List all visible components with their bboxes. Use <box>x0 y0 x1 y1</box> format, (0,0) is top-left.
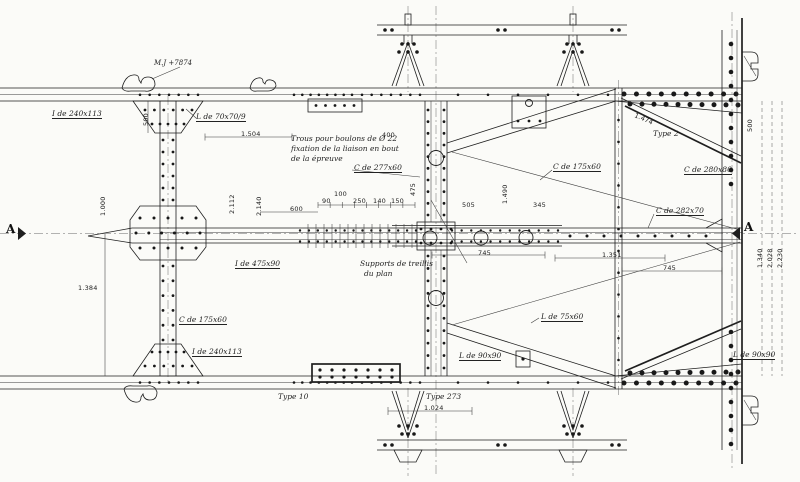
dim-label: 2.140 <box>255 196 263 216</box>
end-clamp-icon <box>742 51 759 82</box>
profile-label: I de 240x113 <box>192 347 242 357</box>
note-line: fixation de la liaison en bout <box>291 144 399 153</box>
elevation-label: M.J +7874 <box>154 59 193 67</box>
a-frame <box>391 35 425 87</box>
profile-label: C de 175x60 <box>179 315 227 325</box>
rail-clamps <box>121 51 759 426</box>
dim-label: 2.230 <box>776 248 784 268</box>
dim-label: 1.504 <box>241 130 261 138</box>
top-beam <box>0 87 742 102</box>
profile-label: L de 90x90 <box>733 350 776 360</box>
profile-label: L de 90x90 <box>459 351 502 361</box>
clamp-icon <box>249 77 277 92</box>
profile-label: C de 175x60 <box>553 162 601 172</box>
a-frame <box>556 390 590 463</box>
dim-label: 345 <box>533 201 547 209</box>
dim-label: 250 <box>353 197 367 205</box>
profile-label: L de 75x60 <box>541 312 584 322</box>
profile-label: C de 282x70 <box>656 206 704 216</box>
type-label: Type 2 <box>653 129 679 138</box>
type-label: Type 273 <box>426 392 462 401</box>
dimension-lines <box>104 66 783 415</box>
type-label: Type 10 <box>278 392 309 401</box>
top-support-assembly <box>377 13 627 87</box>
dim-label: 1.351 <box>602 251 622 259</box>
right-panel <box>446 18 743 464</box>
profile-label: C de 277x60 <box>354 163 402 173</box>
a-frame <box>391 390 425 463</box>
dim-label: 1.384 <box>78 284 98 292</box>
dim-label: 475 <box>409 182 417 196</box>
stiffener-plates <box>307 95 547 383</box>
dim-label: 500 <box>142 112 150 126</box>
section-marker-right: A <box>744 220 754 234</box>
profile-label: C de 280x80 <box>684 165 732 175</box>
note-line: du plan <box>364 269 393 278</box>
profile-label: I de 240x113 <box>52 109 102 119</box>
dim-label: 745 <box>663 264 677 272</box>
a-frame <box>556 35 590 87</box>
end-clamp-icon <box>742 395 759 426</box>
note-line: de la épreuve <box>291 154 343 163</box>
note-line: Trous pour boulons de Ø 22 <box>291 134 398 143</box>
dim-label: 400 <box>382 131 396 139</box>
dim-label: 140 <box>373 197 387 205</box>
dim-label: 505 <box>462 201 476 209</box>
clamp-icon <box>121 74 156 92</box>
dim-label: 745 <box>478 249 492 257</box>
profile-label: L de 70x70/9 <box>196 112 246 122</box>
section-marker-left: A <box>6 222 16 236</box>
dim-label: 2.112 <box>228 194 236 214</box>
dim-label: 600 <box>290 205 304 213</box>
center-cross-member <box>416 101 468 376</box>
dim-label: 500 <box>746 118 754 132</box>
dim-label: 1.024 <box>424 404 444 412</box>
center-beam <box>87 218 742 253</box>
dim-label: 1.000 <box>99 196 107 216</box>
clamp-icon <box>123 385 158 403</box>
profile-label: I de 475x90 <box>235 259 281 269</box>
dim-label: 90 <box>322 197 331 205</box>
note-line: Supports de treillis <box>360 259 434 268</box>
dim-label: 150 <box>391 197 405 205</box>
axis-lines <box>0 6 798 476</box>
dim-label: 100 <box>334 190 348 198</box>
dim-label: 1.340 <box>756 248 764 268</box>
left-cross-member <box>129 100 207 377</box>
dim-label: 2.028 <box>766 248 774 268</box>
section-arrows <box>18 227 740 240</box>
bottom-support-assembly <box>377 390 627 463</box>
dim-label: 1.490 <box>501 184 509 204</box>
